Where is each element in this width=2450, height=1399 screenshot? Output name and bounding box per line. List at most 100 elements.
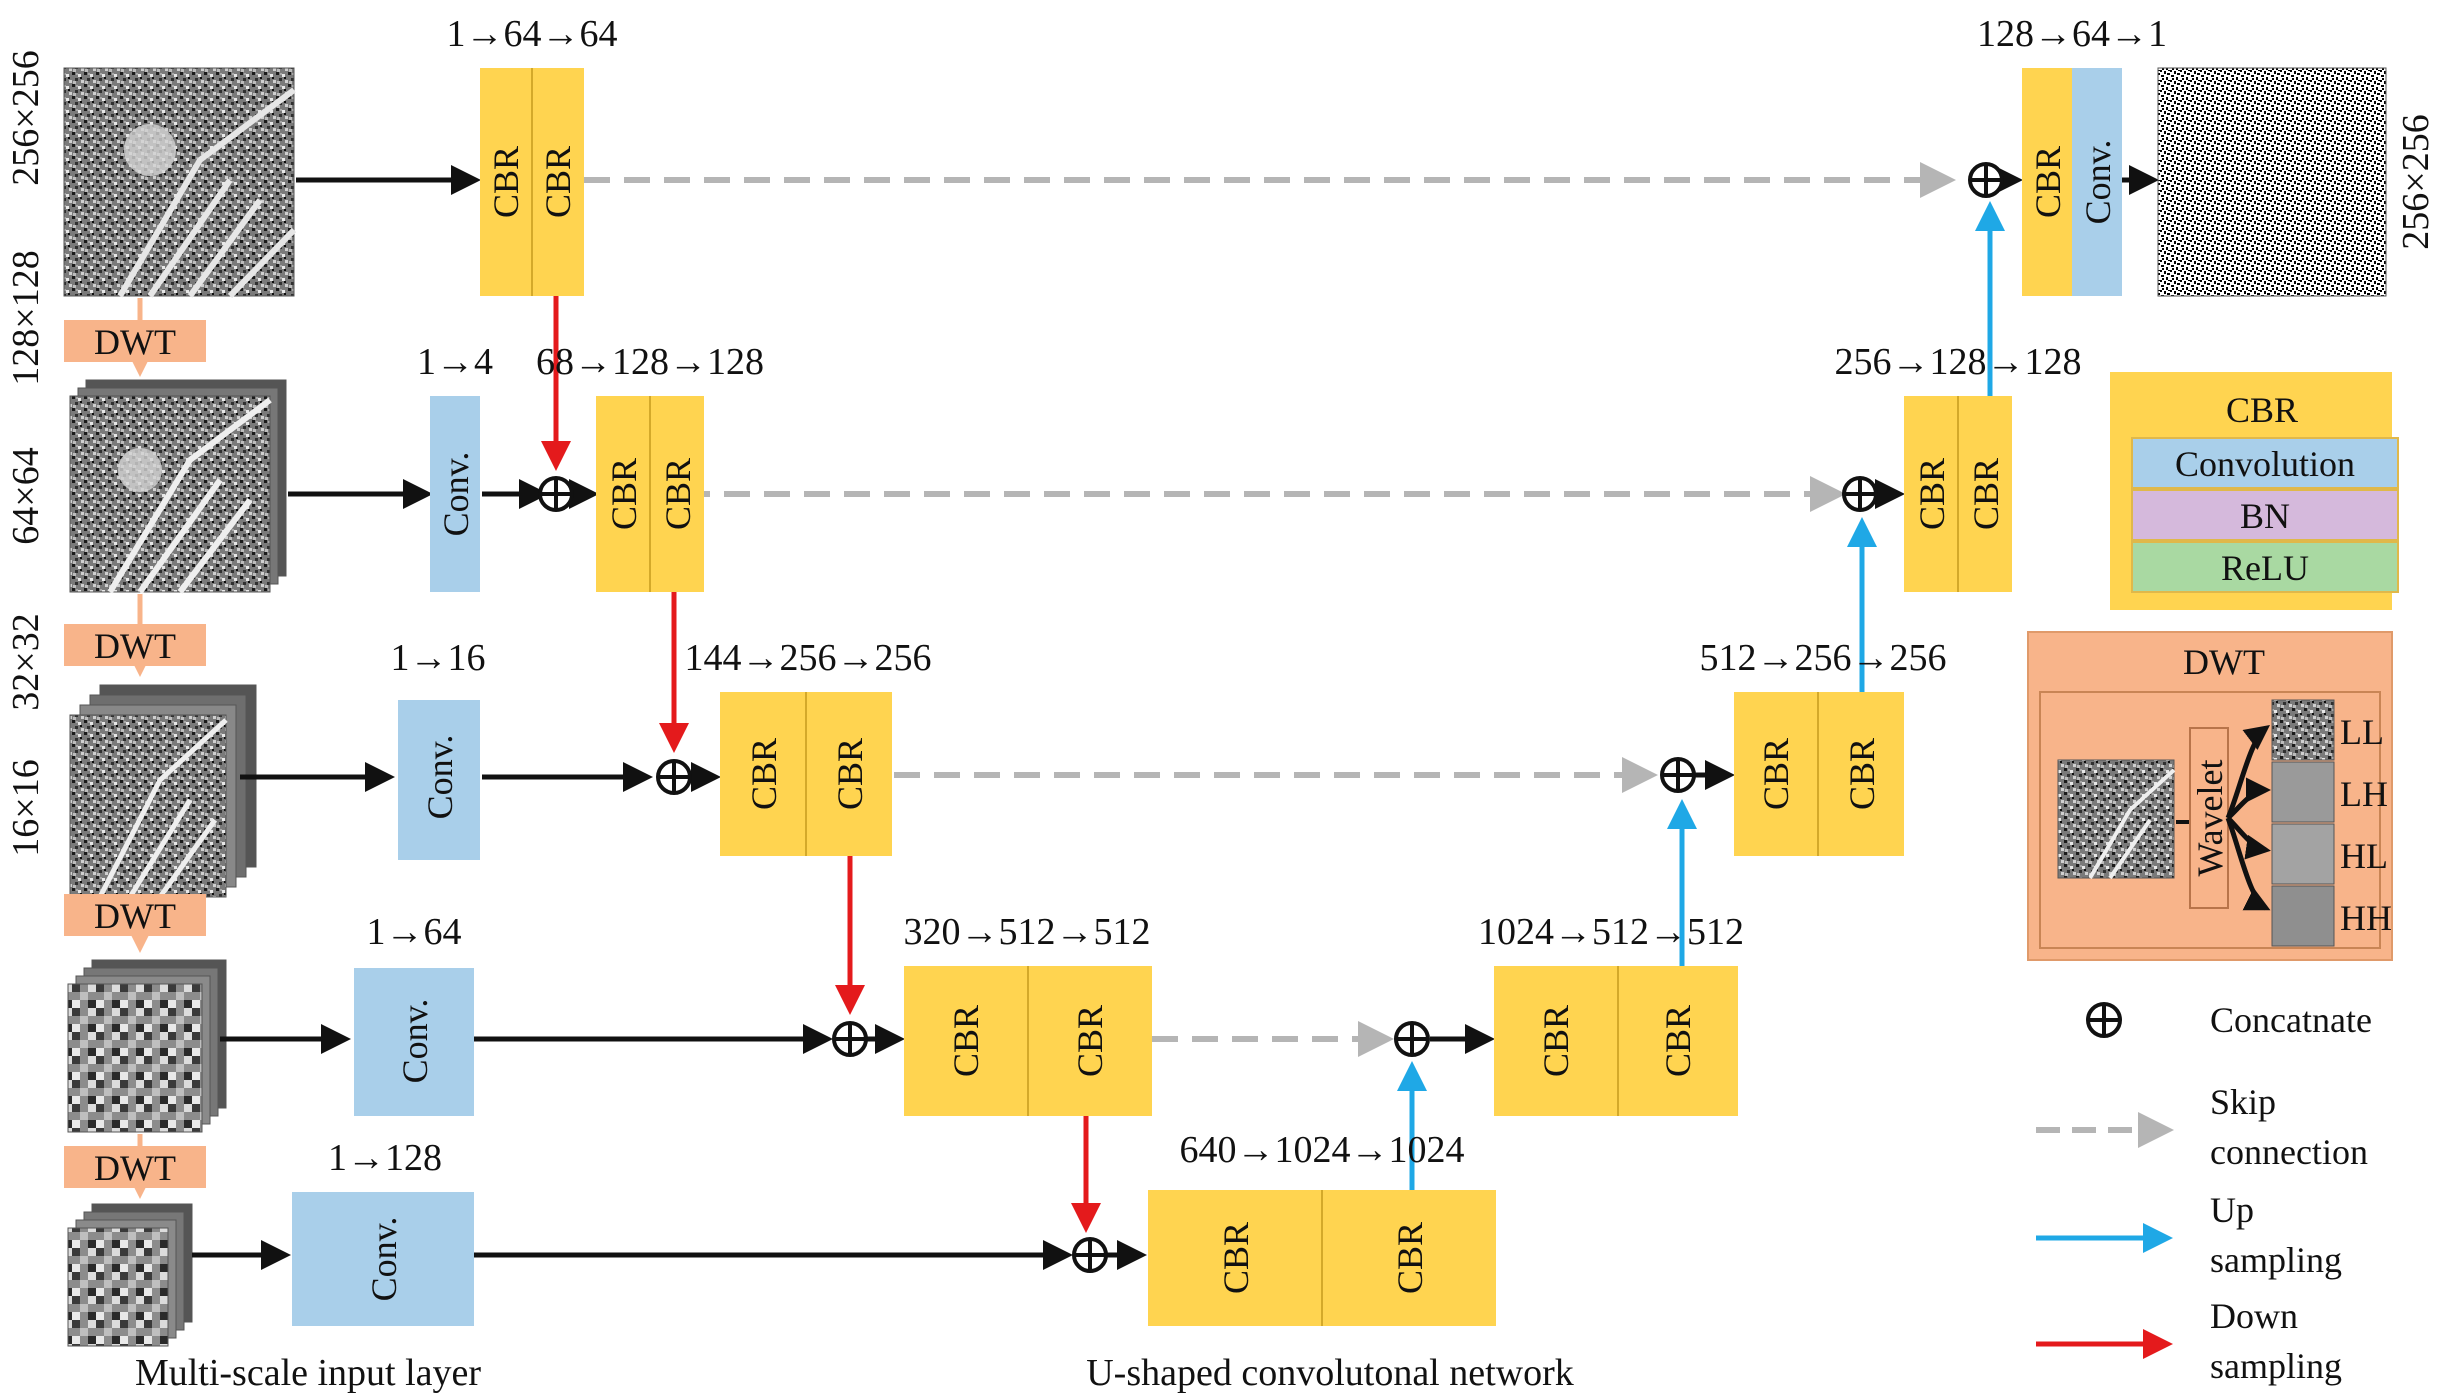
legend-cbr-title: CBR (2226, 390, 2298, 430)
channels-in4: 1→128 (328, 1137, 442, 1179)
svg-text:CBR: CBR (1536, 1005, 1576, 1077)
conv-block-scale2: Conv. (398, 700, 480, 860)
svg-text:CBR: CBR (1912, 458, 1952, 530)
legend-up-line2: sampling (2210, 1240, 2342, 1280)
svg-text:CBR: CBR (1842, 738, 1882, 810)
cbr-blocks: CBR CBR CBR CBR CBR CBR CBR CBR (480, 68, 2122, 1326)
svg-text:CBR: CBR (1390, 1222, 1430, 1294)
legend-up-line1: Up (2210, 1190, 2254, 1230)
dwt-box-1: DWT (64, 320, 206, 362)
channel-labels: 1→64→64 1→4 68→128→128 1→16 144→256→256 … (328, 13, 2167, 1179)
input-column: 256×256 128×128 64×64 32×32 16×16 (5, 50, 481, 1394)
legend-cbr-bn: BN (2240, 496, 2290, 536)
input-image-32 (67, 959, 227, 1133)
channels-enc0: 1→64→64 (447, 13, 618, 55)
forward-arrows (192, 165, 2159, 1270)
legend-down-line1: Down (2210, 1296, 2298, 1336)
concat-nodes (538, 162, 2004, 1273)
cbr-out: CBR Conv. (2022, 68, 2122, 296)
legend-symbols: Concatnate Skip connection Up sampling D… (2036, 1000, 2372, 1386)
svg-text:CBR: CBR (1658, 1005, 1698, 1077)
cbr-dec2: CBR CBR (1734, 692, 1904, 856)
concat-node-2 (656, 759, 692, 795)
legend-subband-ll (2271, 699, 2335, 761)
legend-dwt-title: DWT (2183, 642, 2265, 682)
svg-text:CBR: CBR (1070, 1005, 1110, 1077)
concat-node-1 (538, 476, 574, 512)
channels-bottleneck: 640→1024→1024 (1180, 1129, 1465, 1171)
dwt-label-3: DWT (94, 896, 176, 936)
svg-text:CBR: CBR (658, 458, 698, 530)
cbr-enc3: CBR CBR (904, 966, 1152, 1116)
legend-concat-icon (2086, 1002, 2122, 1038)
cbr-enc2: CBR CBR (720, 692, 892, 856)
legend-hh-label: HH (2340, 898, 2392, 938)
scale-label-128: 128×128 (5, 250, 47, 385)
input-conv-blocks: Conv. Conv. Conv. Conv. (292, 396, 480, 1326)
scale-label-32: 32×32 (5, 613, 47, 710)
dwt-box-2: DWT (64, 624, 206, 666)
svg-text:CBR: CBR (1216, 1222, 1256, 1294)
channels-in2: 1→16 (391, 637, 486, 679)
concat-node-8 (1968, 162, 2004, 198)
dwt-label-4: DWT (94, 1148, 176, 1188)
cbr-enc0: CBR CBR (480, 68, 584, 296)
cbr-dec3: CBR CBR (1494, 966, 1738, 1116)
legend-ll-label: LL (2340, 712, 2384, 752)
input-image-128 (69, 379, 287, 594)
svg-text:Conv.: Conv. (2078, 140, 2118, 225)
scale-label-16: 16×16 (5, 759, 47, 856)
svg-text:CBR: CBR (604, 458, 644, 530)
svg-text:CBR: CBR (744, 738, 784, 810)
svg-text:CBR: CBR (1756, 738, 1796, 810)
caption-unet: U-shaped convolutonal network (1086, 1352, 1574, 1394)
channels-enc2: 144→256→256 (685, 637, 932, 679)
concat-node-7 (1842, 476, 1878, 512)
legend-subband-hl (2271, 823, 2335, 885)
dwt-label-2: DWT (94, 626, 176, 666)
legend-concat-label: Concatnate (2210, 1000, 2372, 1040)
legend-cbr-conv: Convolution (2175, 444, 2355, 484)
channels-in1: 1→4 (417, 341, 493, 383)
legend-cbr: CBR Convolution BN ReLU (2110, 372, 2399, 610)
cbr-bottleneck: CBR CBR (1148, 1190, 1496, 1326)
legend-hl-label: HL (2340, 836, 2388, 876)
output-noise-image (2157, 67, 2387, 297)
legend-cbr-relu: ReLU (2221, 548, 2309, 588)
cbr-dec1: CBR CBR (1904, 396, 2012, 592)
svg-text:CBR: CBR (2028, 146, 2068, 218)
scale-label-256: 256×256 (5, 50, 47, 185)
up-sampling-arrows (1397, 201, 2005, 1190)
skip-connections (584, 162, 1956, 1057)
channels-dec1: 256→128→128 (1835, 341, 2082, 383)
channels-in3: 1→64 (367, 911, 462, 953)
legend-dwt-input-image (2057, 759, 2175, 879)
legend-lh-label: LH (2340, 774, 2388, 814)
concat-node-4 (1072, 1237, 1108, 1273)
svg-text:Conv.: Conv. (395, 999, 435, 1084)
channels-out: 128→64→1 (1977, 13, 2167, 55)
svg-text:CBR: CBR (486, 146, 526, 218)
dwt-box-4: DWT (64, 1146, 206, 1188)
concat-node-5 (1394, 1021, 1430, 1057)
channels-enc1: 68→128→128 (536, 341, 764, 383)
concat-node-3 (832, 1021, 868, 1057)
cbr-enc1: CBR CBR (596, 396, 704, 592)
legend-dwt: DWT Wavelet LL LH HL HH (2027, 631, 2393, 961)
dwt-box-3: DWT (64, 894, 206, 936)
caption-input-layer: Multi-scale input layer (135, 1352, 481, 1394)
legend-skip-line2: connection (2210, 1132, 2368, 1172)
conv-block-scale4: Conv. (292, 1192, 474, 1326)
output-scale-label: 256×256 (2395, 114, 2437, 249)
legend-skip-line1: Skip (2210, 1082, 2276, 1122)
legend-wavelet-label: Wavelet (2190, 759, 2230, 876)
conv-block-scale3: Conv. (354, 968, 474, 1116)
input-image-16 (67, 1203, 193, 1347)
input-image-256 (63, 67, 297, 299)
legend-subband-lh (2271, 761, 2335, 823)
input-image-64 (69, 684, 257, 899)
scale-label-64: 64×64 (5, 447, 47, 544)
channels-dec2: 512→256→256 (1700, 637, 1947, 679)
svg-text:CBR: CBR (538, 146, 578, 218)
